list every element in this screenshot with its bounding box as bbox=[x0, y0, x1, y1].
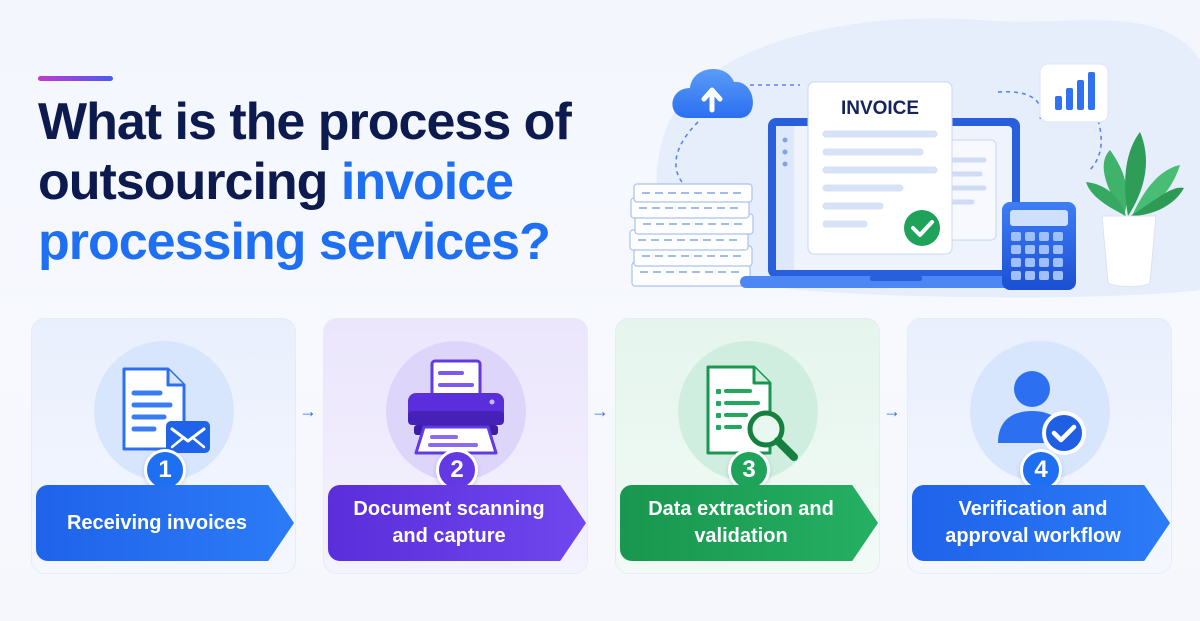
flow-arrow-2-to-3: → bbox=[591, 401, 609, 421]
step-2-label-banner: Document scanning and capture bbox=[328, 485, 586, 561]
step-card-1: 1 Receiving invoices bbox=[31, 318, 296, 574]
step-3-label-banner: Data extraction and validation bbox=[620, 485, 878, 561]
cloud-upload-icon bbox=[672, 69, 753, 118]
step-3-number-badge: 3 bbox=[728, 449, 770, 491]
title-line-2-highlight: invoice bbox=[340, 153, 514, 211]
title-line-1: What is the process of bbox=[38, 93, 572, 151]
step-2-number-badge: 2 bbox=[436, 449, 478, 491]
step-4-number-badge: 4 bbox=[1020, 449, 1062, 491]
title-line-2-dark: outsourcing bbox=[38, 153, 328, 211]
title-accent-line bbox=[38, 76, 113, 81]
hero-illustration: INVOICE bbox=[629, 18, 1200, 298]
bar-chart-icon bbox=[1039, 63, 1109, 123]
step-card-3: 3 Data extraction and validation bbox=[615, 318, 880, 574]
step-4-label-banner: Verification and approval workflow bbox=[912, 485, 1170, 561]
page-title: What is the process of outsourcing invoi… bbox=[38, 92, 638, 272]
step-card-2: 2 Document scanning and capture bbox=[323, 318, 588, 574]
document-search-icon bbox=[706, 365, 798, 461]
title-line-3-highlight: processing services? bbox=[38, 213, 551, 271]
printer-scanner-icon bbox=[408, 359, 504, 455]
paper-stack-icon bbox=[629, 183, 754, 287]
invoice-document-icon: INVOICE bbox=[807, 81, 953, 255]
calculator-icon bbox=[1002, 202, 1076, 290]
step-1-label-banner: Receiving invoices bbox=[36, 485, 294, 561]
step-1-number-badge: 1 bbox=[144, 449, 186, 491]
flow-arrow-3-to-4: → bbox=[883, 401, 901, 421]
plant-icon bbox=[1086, 132, 1184, 287]
user-check-icon bbox=[998, 371, 1086, 455]
invoice-label: INVOICE bbox=[841, 98, 919, 119]
step-card-4: 4 Verification and approval workflow bbox=[907, 318, 1172, 574]
document-mail-icon bbox=[122, 367, 210, 453]
flow-arrow-1-to-2: → bbox=[299, 401, 317, 421]
